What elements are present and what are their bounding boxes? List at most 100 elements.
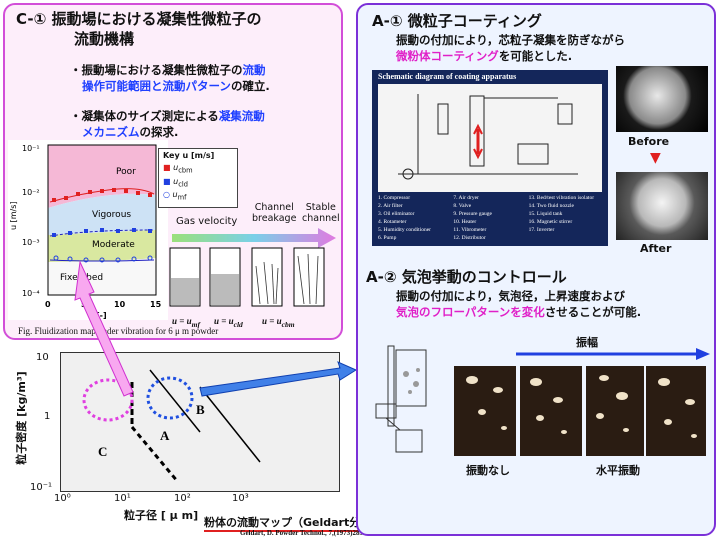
y-tick-2: 10⁻² (22, 188, 40, 197)
region-c-label: C (98, 444, 107, 459)
fluidized-bed-column (469, 95, 485, 167)
legend-title: Key u [m/s] (163, 151, 215, 160)
liquid-tank (557, 103, 573, 125)
text1-a: 振動の付加により，芯粒子凝集を防ぎながら (396, 33, 625, 47)
geldart-reference: Geldart, D. Powder Technol., 7,(1973)285… (240, 529, 365, 537)
schematic-legend-item: 3. Oil eliminator (378, 211, 415, 217)
gas-velocity-label: Gas velocity (176, 216, 238, 227)
schematic-legend-item: 2. Air filter (378, 203, 403, 209)
panel-a-title-1: A-① 微粒子コーティング (372, 12, 542, 30)
y-axis-label: u [m/s] (9, 201, 18, 230)
region-b-highlight (146, 376, 194, 420)
x-tick-15: 15 (150, 300, 162, 309)
column-stable-channel (293, 247, 325, 307)
schematic-legend-item: 8. Valve (453, 203, 472, 209)
schematic-legend-item: 6. Pump (378, 235, 397, 241)
region-b-label: B (196, 402, 205, 417)
particle-after-image (616, 172, 708, 240)
geldart-x-tick-4: 10³ (232, 493, 249, 504)
panel-c-caption: Fig. Fluidization map under vibration fo… (18, 326, 219, 336)
bullet2-text-b: 凝集流動 (218, 109, 265, 123)
cable-line (385, 417, 401, 431)
schematic-legend-item: 14. Two fluid nozzle (528, 203, 574, 209)
col-label-2-text: u = u (214, 316, 234, 326)
text1-b: 微粉体コーティング (396, 49, 499, 63)
monitor-screen (395, 429, 423, 453)
col-label-2-sub: cld (233, 319, 243, 329)
markers-mf (53, 255, 153, 263)
amplitude-arrow-head (696, 348, 710, 360)
vibration-arrow-heads (473, 123, 483, 160)
legend-label-2: u (173, 176, 179, 186)
schematic-legend-item: 16. Magnetic stirrer (528, 219, 573, 225)
region-moderate-fill (48, 230, 156, 262)
bed-vessel (395, 349, 427, 407)
schematic-legend-item: 15. Liquid tank (528, 211, 563, 217)
panel-c-bullet-1: ・振動場における凝集性微粒子の流動 操作可能範囲と流動パターンの確立. (70, 62, 335, 94)
bullet2-text-a: ・凝集体のサイズ測定による (70, 109, 219, 123)
legend-sub-3: mf (177, 193, 187, 202)
amplitude-label: 振幅 (576, 336, 598, 349)
x-tick-5: 5 (81, 300, 87, 309)
bubble-photo-4 (646, 366, 706, 456)
col-label-1-text: u = u (172, 316, 192, 326)
text2-a: 振動の付加により，気泡径，上昇速度および (396, 289, 625, 303)
schematic-legend-item: 4. Rotameter (378, 219, 407, 225)
geldart-x-axis-label: 粒子径 [ μ m] (124, 509, 199, 522)
col-label-1-sub: mf (191, 319, 200, 329)
region-poor-label: Poor (116, 167, 136, 177)
schematic-legend-item: 10. Heater (453, 219, 477, 225)
region-a-label: A (160, 428, 170, 443)
bubble-highlights (466, 375, 697, 438)
fluidization-map-plot: Poor Vigorous Moderate Fixed bed 10⁻¹ 10… (8, 140, 168, 320)
geldart-x-tick-3: 10² (174, 493, 191, 504)
schematic-legend-item: 11. Vibrometer (453, 227, 487, 233)
panel-a-title-2: A-② 気泡挙動のコントロール (366, 268, 567, 286)
col-label-3-text: u = u (262, 316, 282, 326)
geldart-y-tick-1: 10 (36, 352, 49, 363)
bubble-apparatus-sketch (375, 345, 427, 453)
amplitude-arrow (516, 348, 710, 360)
no-vibration-label: 振動なし (466, 464, 510, 477)
bullet1-text-a: ・振動場における凝集性微粒子の (70, 63, 243, 77)
legend-label-1: u (173, 163, 179, 172)
markers-cld (52, 228, 152, 237)
legend-sub-2: cld (178, 180, 188, 189)
horizontal-vibration-label: 水平振動 (596, 464, 640, 477)
boundary-ca-dashed (130, 426, 180, 483)
col-label-3: u = ucbm (262, 316, 295, 329)
legend-marker-cld: ■ (163, 176, 171, 186)
down-arrow-icon: ▼ (650, 150, 661, 166)
geldart-x-tick-2: 10¹ (114, 493, 131, 504)
bullet1-text-d: の確立. (230, 79, 270, 93)
curve-cld (49, 229, 155, 237)
schematic-legend-item: 1. Compressor (378, 195, 411, 201)
bubble-photo-3 (586, 366, 644, 456)
schematic-legend-item: 13. Bed/test vibration isolator (528, 195, 595, 201)
bullet2-text-c: メカニズム (82, 125, 140, 139)
bed-columns-illustration (169, 228, 336, 307)
legend-marker-mf: ○ (163, 190, 170, 200)
text2-c: させることが可能. (544, 305, 642, 319)
plot-legend: Key u [m/s] ■ ucbm ■ ucld ○ umf (158, 148, 238, 208)
bullet1-text-c: 操作可能範囲と流動パターン (82, 79, 231, 93)
heater-box (517, 143, 549, 165)
schematic-legend-item: 7. Air dryer (453, 195, 479, 201)
column-cld (209, 247, 241, 307)
schematic-legend-item (529, 234, 604, 242)
schematic-title: Schematic diagram of coating apparatus (378, 72, 517, 81)
col-label-3-sub: cbm (281, 319, 295, 329)
geldart-y-axis-label: 粒子密度 [kg/m³] (15, 371, 28, 465)
y-tick-3: 10⁻³ (22, 238, 40, 247)
compressor-symbol (402, 168, 414, 180)
cyclone-unit (437, 103, 449, 135)
after-label: After (640, 242, 672, 255)
legend-label-3: u (172, 190, 178, 200)
vibrator-unit (375, 403, 397, 419)
panel-a-text-1: 振動の付加により，芯粒子凝集を防ぎながら 微粉体コーティングを可能とした. (396, 32, 706, 64)
schematic-legend: 1. Compressor 2. Air filter 3. Oil elimi… (378, 194, 604, 242)
legend-marker-cbm: ■ (163, 163, 171, 172)
region-vigorous-fill (48, 193, 156, 235)
markers-cbm (52, 188, 152, 202)
region-moderate-label: Moderate (92, 240, 135, 250)
